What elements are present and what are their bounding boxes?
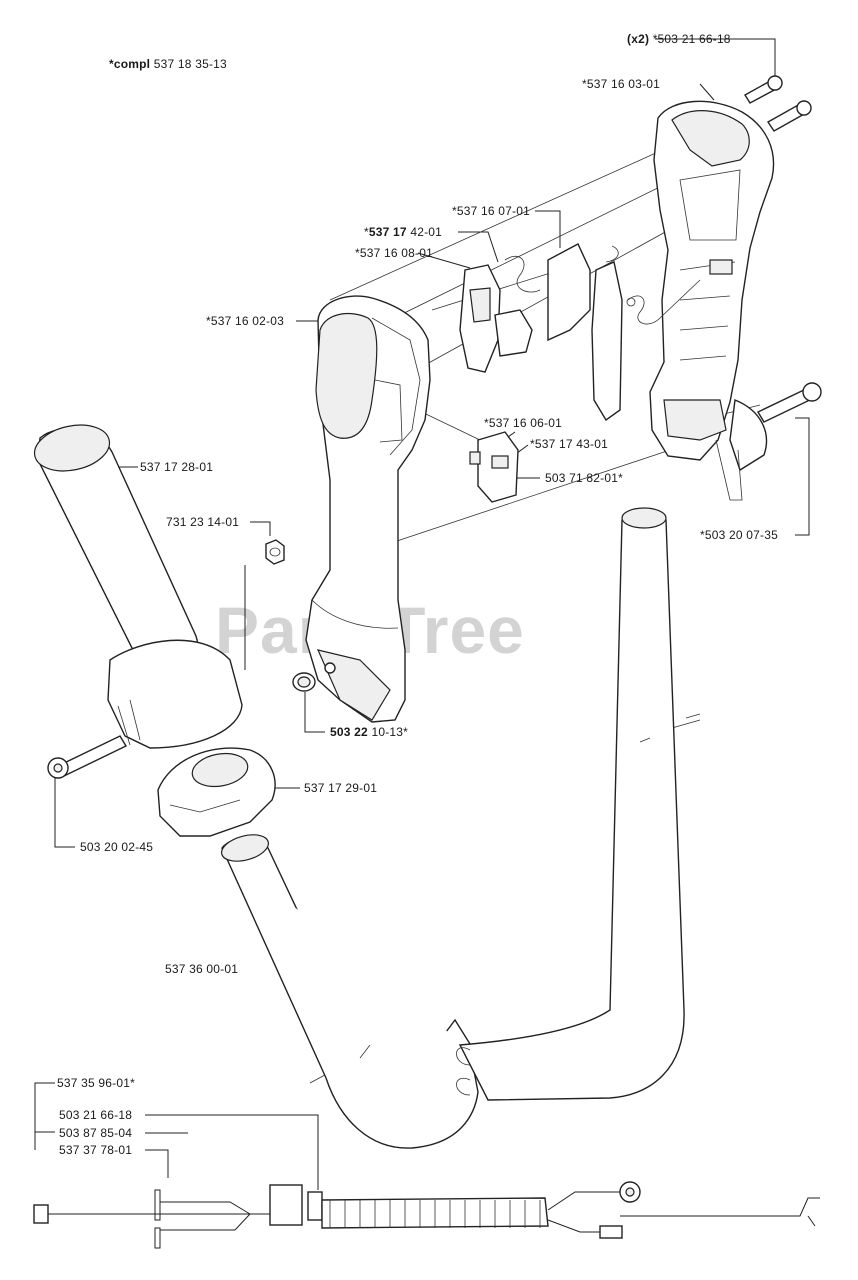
label-50322101: 503 22 10-13* <box>330 725 409 739</box>
label-50371820: 503 71 82-01* <box>545 471 623 485</box>
side-screw <box>757 382 822 423</box>
label-complete-assembly: *compl 537 18 35-13 <box>109 57 227 71</box>
label-50387850: 503 87 85-04 <box>59 1126 133 1140</box>
label-53717290: 537 17 29-01 <box>304 781 378 795</box>
trigger-parts <box>459 243 701 422</box>
label-53717280: 537 17 28-01 <box>140 460 214 474</box>
wire-harness <box>33 1181 820 1249</box>
screw-pair <box>744 75 812 132</box>
label-50321661: 503 21 66-18 <box>59 1108 133 1122</box>
label-53716020: *537 16 02-03 <box>206 314 284 328</box>
label-screw-pair: (x2) *503 21 66-18 <box>627 32 731 46</box>
label-53716080: *537 16 08-01 <box>355 246 433 260</box>
nut-large <box>292 672 316 692</box>
left-grip <box>33 424 243 749</box>
label-53717430: *537 17 43-01 <box>530 437 608 451</box>
label-53717420: *537 17 42-01 <box>364 225 443 239</box>
label-53736000: 537 36 00-01 <box>165 962 239 976</box>
tube-tick-marks <box>359 713 701 1059</box>
label-53716030: *537 16 03-01 <box>582 77 660 91</box>
label-53716060: *537 16 06-01 <box>484 416 562 430</box>
clamp-screw <box>47 735 127 779</box>
label-53737780: 537 37 78-01 <box>59 1143 133 1157</box>
rear-handle-housing <box>649 100 775 501</box>
nut-small <box>265 539 285 565</box>
label-53716070: *537 16 07-01 <box>452 204 530 218</box>
label-50320024: 503 20 02-45 <box>80 840 154 854</box>
tube-clamp <box>157 747 276 837</box>
stop-switch <box>469 431 519 503</box>
handle-tube <box>221 507 685 1149</box>
label-53735960: 537 35 96-01* <box>57 1076 135 1090</box>
front-handle-housing <box>305 295 431 723</box>
label-73123140: 731 23 14-01 <box>166 515 240 529</box>
label-50320073: *503 20 07-35 <box>700 528 778 542</box>
